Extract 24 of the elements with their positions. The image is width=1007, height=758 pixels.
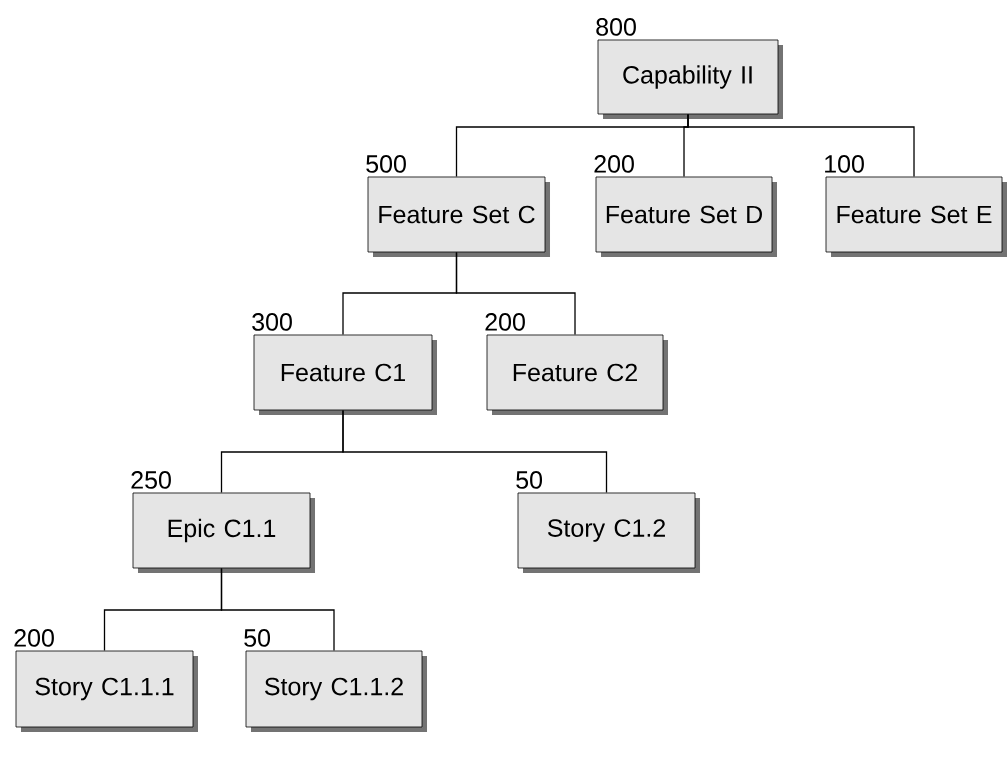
weight-label: 50 (516, 471, 543, 489)
process-box: Feature Set E (825, 176, 1007, 257)
process-box: Feature C1 (253, 334, 437, 415)
connector-line (220, 567, 335, 652)
process-box: Story C1.1.2 (245, 650, 427, 732)
weight-label: 200 (14, 629, 54, 647)
process-box: Feature Set D (595, 176, 777, 257)
connector-line (687, 113, 915, 178)
process-box: Capability II (597, 39, 783, 119)
process-box: Story C1.1.1 (15, 650, 198, 732)
weight-label: 800 (596, 18, 636, 36)
process-box: Feature Set C (367, 176, 550, 257)
connector-line (455, 251, 576, 336)
weight-label: 50 (244, 629, 271, 647)
process-box: Story C1.2 (517, 492, 700, 573)
weight-label: 200 (594, 155, 634, 173)
process-box: Feature C2 (486, 334, 668, 415)
weight-label: 100 (825, 155, 864, 173)
weight-label: 200 (485, 313, 525, 331)
weight-label: 250 (131, 471, 171, 489)
process-box: Epic C1.1 (132, 492, 315, 573)
weight-label: 300 (252, 313, 292, 331)
weight-label: 500 (366, 155, 406, 173)
connector-line (342, 409, 608, 494)
